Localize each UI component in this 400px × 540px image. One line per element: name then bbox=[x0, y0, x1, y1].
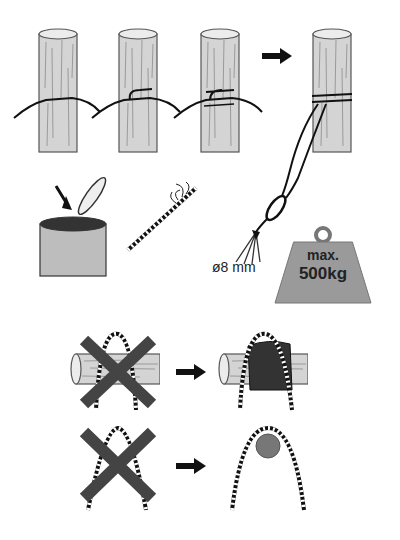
limit-label: max. bbox=[274, 248, 372, 263]
weight-icon: max. 500kg bbox=[274, 226, 372, 304]
load-value: 500kg bbox=[274, 265, 372, 284]
rope-diameter: ø8 mm bbox=[212, 259, 256, 275]
